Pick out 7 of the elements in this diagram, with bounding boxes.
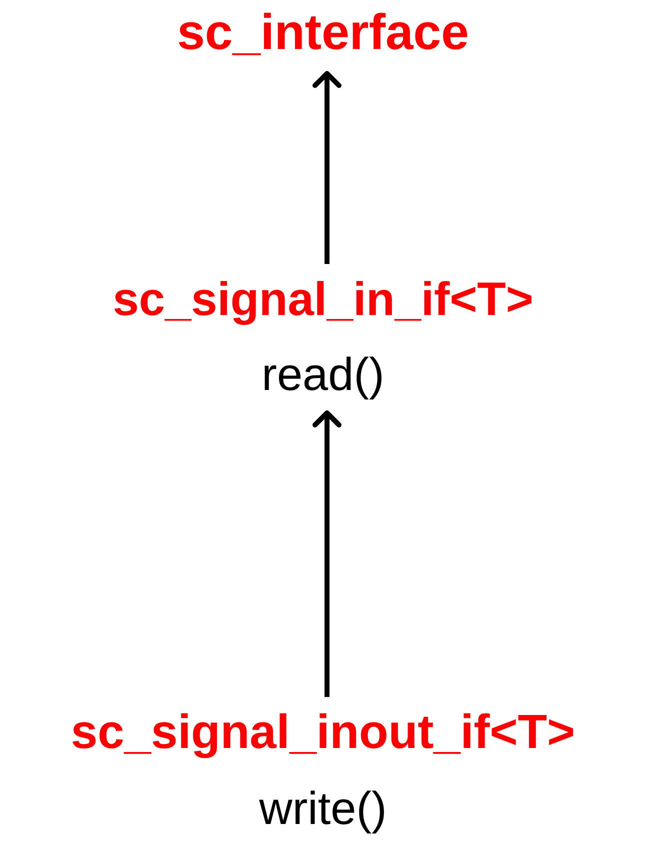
method-name: write(): [259, 782, 387, 836]
class-name: sc_signal_in_if<T>: [112, 272, 534, 326]
arrow: [312, 71, 342, 264]
class-name: sc_interface: [177, 4, 469, 62]
arrow: [312, 410, 342, 697]
method-name: read(): [262, 348, 384, 401]
class-name: sc_signal_inout_if<T>: [70, 705, 576, 760]
